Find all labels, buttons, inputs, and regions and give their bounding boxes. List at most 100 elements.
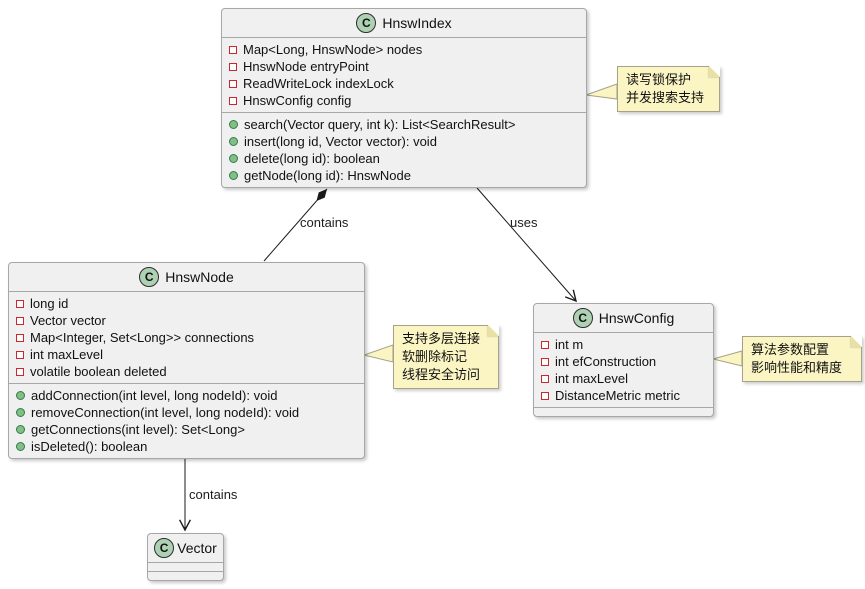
note-line: 影响性能和精度 [751,360,843,375]
member-text: search(Vector query, int k): List<Search… [244,117,516,132]
public-method-icon [229,137,238,146]
method-row: search(Vector query, int k): List<Search… [222,116,586,133]
note-pointer-hnswindex [585,83,618,100]
member-text: Map<Long, HnswNode> nodes [243,42,423,57]
method-row: isDeleted(): boolean [9,438,364,455]
member-text: int m [555,337,584,352]
edge-label-contains-2: contains [189,487,238,502]
edge-label-uses: uses [510,215,538,230]
method-row: insert(long id, Vector vector): void [222,133,586,150]
member-text: getNode(long id): HnswNode [244,168,411,183]
member-text: ReadWriteLock indexLock [243,76,394,91]
public-method-icon [16,391,25,400]
method-row: delete(long id): boolean [222,150,586,167]
member-text: addConnection(int level, long nodeId): v… [31,388,278,403]
class-methods-empty [148,572,223,580]
edge-label-contains-1: contains [300,215,349,230]
member-text: Vector vector [30,313,106,328]
method-row: getConnections(int level): Set<Long> [9,421,364,438]
field-row: HnswConfig config [222,92,586,109]
field-row: long id [9,295,364,312]
class-title-bar: C HnswConfig [534,304,713,333]
private-field-icon [541,374,549,383]
class-attributes-empty [148,563,223,572]
note-line: 软删除标记 [402,349,468,364]
private-field-icon [16,350,24,359]
private-field-icon [229,79,237,88]
note-line: 并发搜索支持 [626,90,705,105]
member-text: getConnections(int level): Set<Long> [31,422,245,437]
class-vector: C Vector [147,533,224,581]
class-c-icon: C [154,538,175,558]
note-hnswindex: 读写锁保护并发搜索支持 [617,66,720,112]
field-row: int maxLevel [9,346,364,363]
member-text: int efConstruction [555,354,657,369]
private-field-icon [541,340,549,349]
field-row: Map<Integer, Set<Long>> connections [9,329,364,346]
private-field-icon [16,299,24,308]
class-name: Vector [177,540,217,556]
member-text: insert(long id, Vector vector): void [244,134,437,149]
public-method-icon [16,408,25,417]
public-method-icon [16,442,25,451]
member-text: DistanceMetric metric [555,388,680,403]
private-field-icon [16,316,24,325]
note-line: 读写锁保护 [626,72,692,87]
note-hnswconfig: 算法参数配置影响性能和精度 [742,336,862,382]
field-row: int maxLevel [534,370,713,387]
member-text: long id [30,296,69,311]
class-title-bar: C HnswIndex [222,9,586,38]
member-text: int maxLevel [555,371,628,386]
class-c-icon: C [356,13,377,33]
field-row: Vector vector [9,312,364,329]
private-field-icon [541,391,549,400]
field-row: ReadWriteLock indexLock [222,75,586,92]
private-field-icon [16,367,24,376]
public-method-icon [229,120,238,129]
class-name: HnswConfig [598,310,675,326]
method-row: removeConnection(int level, long nodeId)… [9,404,364,421]
member-text: int maxLevel [30,347,103,362]
note-line: 线程安全访问 [402,367,481,382]
public-method-icon [229,171,238,180]
note-line: 算法参数配置 [751,342,830,357]
private-field-icon [229,45,237,54]
class-title-bar: C HnswNode [9,263,364,292]
class-c-icon: C [139,267,160,287]
note-line: 支持多层连接 [402,331,481,346]
field-row: DistanceMetric metric [534,387,713,404]
field-row: HnswNode entryPoint [222,58,586,75]
field-row: volatile boolean deleted [9,363,364,380]
public-method-icon [16,425,25,434]
public-method-icon [229,154,238,163]
member-text: delete(long id): boolean [244,151,380,166]
class-methods: addConnection(int level, long nodeId): v… [9,384,364,458]
private-field-icon [541,357,549,366]
method-row: getNode(long id): HnswNode [222,167,586,184]
note-hnswnode: 支持多层连接软删除标记线程安全访问 [393,325,499,389]
method-row: addConnection(int level, long nodeId): v… [9,387,364,404]
class-title-bar: C Vector [148,534,223,563]
class-methods-empty [534,408,713,416]
private-field-icon [229,96,237,105]
member-text: isDeleted(): boolean [31,439,148,454]
note-pointer-hnswnode [362,344,394,363]
member-text: Map<Integer, Set<Long>> connections [30,330,255,345]
field-row: int efConstruction [534,353,713,370]
field-row: Map<Long, HnswNode> nodes [222,41,586,58]
member-text: HnswConfig config [243,93,352,108]
edge-uses-index-config [476,187,577,303]
private-field-icon [16,333,24,342]
private-field-icon [229,62,237,71]
member-text: HnswNode entryPoint [243,59,369,74]
class-name: HnswIndex [382,15,452,31]
class-c-icon: C [572,308,593,328]
note-pointer-hnswconfig [711,350,743,367]
member-text: removeConnection(int level, long nodeId)… [31,405,300,420]
